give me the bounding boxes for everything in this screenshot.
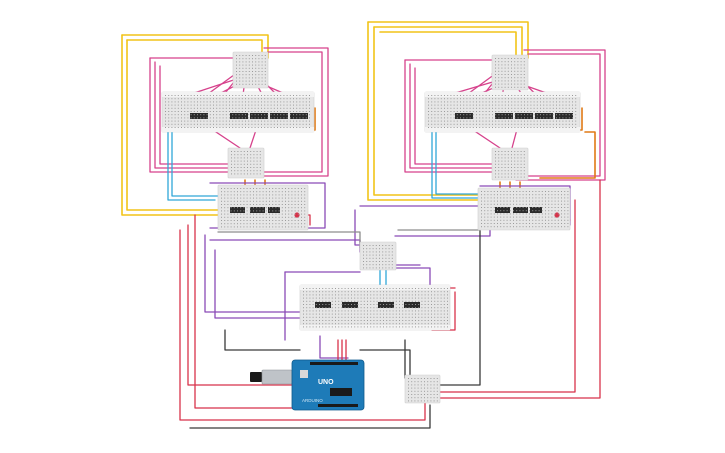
wire-purple	[204, 234, 301, 313]
wire-blue	[431, 127, 479, 199]
breadboard-bottom-right	[404, 374, 441, 404]
arduino-header	[318, 404, 358, 407]
microcontroller-chip	[330, 388, 352, 396]
reset-button	[300, 370, 308, 378]
wire-yellow	[367, 21, 529, 59]
wire-yellow	[379, 31, 517, 63]
ic-chip	[513, 207, 528, 213]
wire-yellow	[121, 34, 269, 59]
breadboard-left-mid	[227, 147, 265, 179]
wire-magenta	[414, 67, 501, 165]
ic-chip	[555, 113, 573, 119]
ic-chip	[190, 113, 208, 119]
wire-magenta	[257, 47, 329, 177]
wire-magenta	[261, 51, 323, 173]
wire-magenta	[409, 63, 499, 169]
wire-red	[439, 179, 601, 399]
arduino-logo-text: UNO	[318, 379, 334, 386]
ic-chip	[535, 113, 553, 119]
breadboard-right-lower	[477, 187, 571, 231]
ic-chip	[270, 113, 288, 119]
wire-red	[194, 214, 301, 409]
wire-black	[359, 349, 411, 379]
wire-yellow	[367, 21, 481, 201]
wire-magenta	[149, 57, 236, 173]
wire-orange	[539, 131, 596, 179]
wire-black	[439, 229, 481, 386]
ic-chip	[455, 113, 473, 119]
wire-purple	[359, 205, 491, 237]
breadboard-holes	[165, 55, 577, 402]
arduino-header	[310, 362, 358, 365]
ic-chip	[495, 113, 513, 119]
arduino-uno-board: UNO ARDUINO	[250, 359, 365, 411]
wire-purple	[319, 335, 349, 359]
wire-purple	[214, 249, 311, 319]
arduino-brand-text: ARDUINO	[302, 398, 323, 403]
wire-yellow	[373, 26, 479, 196]
ic-chip	[495, 207, 510, 213]
breadboard-right-mid	[491, 147, 529, 181]
wire-red	[179, 229, 426, 421]
wire-black	[189, 404, 431, 429]
ic-chip	[250, 113, 268, 119]
ic-chip	[290, 113, 308, 119]
ic-chip	[230, 113, 248, 119]
power-jack-icon	[250, 372, 262, 382]
wire-black	[224, 329, 301, 351]
ic-chip	[515, 113, 533, 119]
usb-connector-icon	[261, 369, 293, 385]
wire-magenta	[515, 49, 606, 181]
ic-chip	[342, 302, 358, 308]
wire-blue	[171, 131, 219, 197]
breadboard-right-top	[491, 54, 529, 91]
ic-chip	[530, 207, 542, 213]
ic-chip	[378, 302, 394, 308]
wire-magenta	[404, 59, 496, 173]
wire-purple	[209, 239, 361, 253]
wire-magenta	[159, 65, 241, 165]
wire-purple	[394, 267, 431, 293]
wire-yellow	[373, 26, 523, 61]
wire-blue	[435, 131, 481, 195]
wire-red	[437, 199, 576, 393]
ic-chip	[268, 207, 280, 213]
wire-magenta	[154, 61, 239, 169]
wire-magenta	[519, 53, 601, 177]
wire-blue	[167, 127, 216, 201]
breadboard-left-top	[232, 51, 269, 89]
wire-red	[187, 224, 301, 386]
ic-chip	[250, 207, 265, 213]
breadboard-left-main	[161, 91, 315, 133]
breadboard-center-junction	[359, 241, 397, 271]
ic-chip	[230, 207, 245, 213]
